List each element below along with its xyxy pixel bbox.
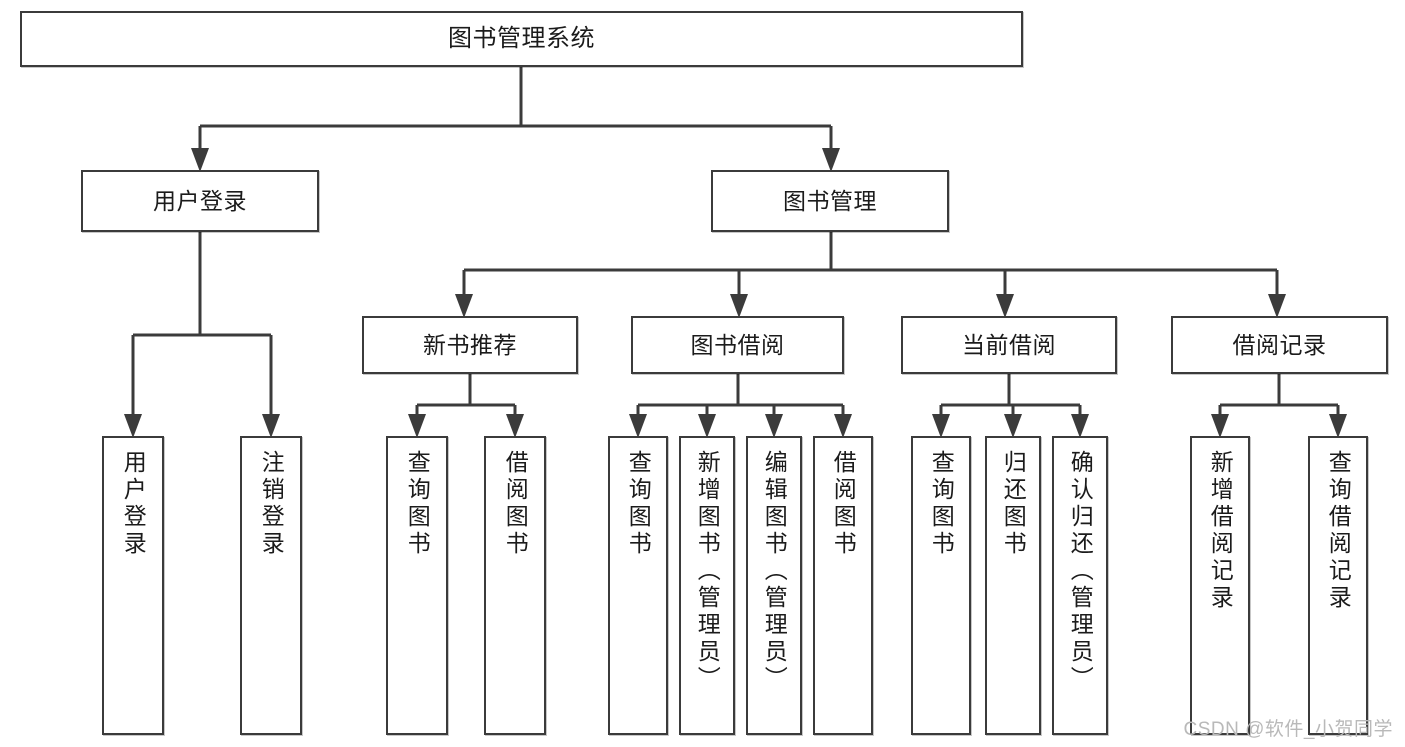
node-new-book-recommend-label: 新书推荐 [423, 331, 517, 358]
node-book-borrow[interactable]: 图书借阅 [631, 316, 844, 374]
node-root[interactable]: 图书管理系统 [20, 11, 1023, 67]
watermark: CSDN @软件_小贺同学 [1183, 719, 1393, 740]
node-new-book-recommend[interactable]: 新书推荐 [362, 316, 578, 374]
node-leaf-confirm-return[interactable]: 确认归还（管理员） [1052, 436, 1108, 735]
node-leaf-query-record-label: 查询借阅记录 [1325, 450, 1352, 612]
node-leaf-borrow-book-1-label: 借阅图书 [502, 450, 529, 558]
node-leaf-user-logout[interactable]: 注销登录 [240, 436, 302, 735]
node-book-borrow-label: 图书借阅 [690, 331, 785, 358]
node-leaf-query-book-2[interactable]: 查询图书 [608, 436, 668, 735]
node-book-manage-label: 图书管理 [783, 187, 877, 214]
node-leaf-borrow-book-1[interactable]: 借阅图书 [484, 436, 546, 735]
node-borrow-record[interactable]: 借阅记录 [1171, 316, 1388, 374]
node-leaf-return-book[interactable]: 归还图书 [985, 436, 1041, 735]
node-current-borrow-label: 当前借阅 [962, 331, 1056, 358]
node-borrow-record-label: 借阅记录 [1232, 331, 1327, 358]
node-leaf-edit-book-label: 编辑图书（管理员） [761, 450, 788, 693]
node-leaf-return-book-label: 归还图书 [1000, 450, 1027, 558]
node-leaf-user-login-label: 用户登录 [120, 450, 147, 558]
node-leaf-query-book-2-label: 查询图书 [625, 450, 652, 558]
node-leaf-borrow-book-2-label: 借阅图书 [830, 450, 857, 558]
node-user-login-label: 用户登录 [153, 187, 247, 214]
node-leaf-borrow-book-2[interactable]: 借阅图书 [813, 436, 873, 735]
node-leaf-confirm-return-label: 确认归还（管理员） [1067, 450, 1094, 693]
node-leaf-user-logout-label: 注销登录 [258, 450, 285, 558]
node-leaf-add-book-label: 新增图书（管理员） [694, 450, 721, 693]
node-leaf-add-record[interactable]: 新增借阅记录 [1190, 436, 1250, 735]
node-book-manage[interactable]: 图书管理 [711, 170, 949, 232]
node-leaf-query-book-1-label: 查询图书 [404, 450, 431, 558]
node-root-label: 图书管理系统 [448, 25, 595, 53]
node-leaf-query-book-1[interactable]: 查询图书 [386, 436, 448, 735]
node-leaf-add-book[interactable]: 新增图书（管理员） [679, 436, 735, 735]
node-current-borrow[interactable]: 当前借阅 [901, 316, 1117, 374]
node-leaf-query-book-3-label: 查询图书 [928, 450, 955, 558]
node-leaf-edit-book[interactable]: 编辑图书（管理员） [746, 436, 802, 735]
node-user-login[interactable]: 用户登录 [81, 170, 319, 232]
node-leaf-add-record-label: 新增借阅记录 [1207, 450, 1234, 612]
node-leaf-query-record[interactable]: 查询借阅记录 [1308, 436, 1368, 735]
node-leaf-query-book-3[interactable]: 查询图书 [911, 436, 971, 735]
node-leaf-user-login[interactable]: 用户登录 [102, 436, 164, 735]
